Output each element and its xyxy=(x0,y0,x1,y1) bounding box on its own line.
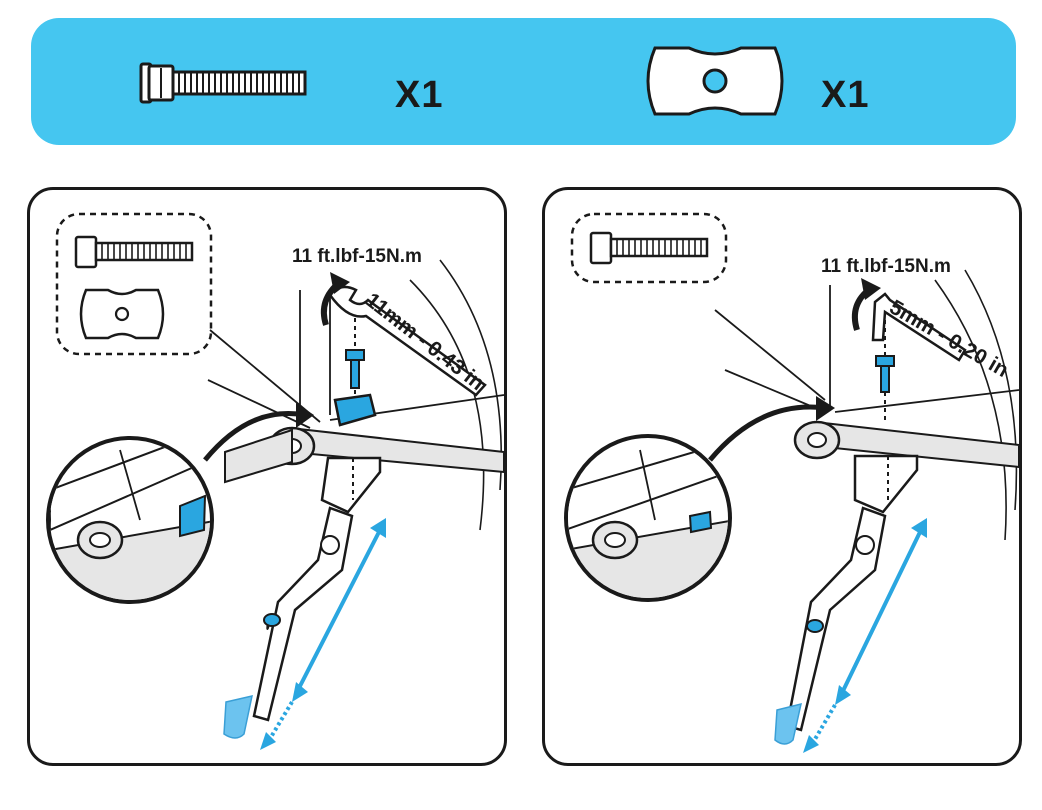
torque-label: 11 ft.lbf-15N.m xyxy=(292,246,422,267)
clamp-plate-quantity: X1 xyxy=(821,74,870,116)
small-bolt-icon xyxy=(74,235,194,269)
clamp-plate-icon xyxy=(646,46,784,116)
hex-key-icon xyxy=(871,292,967,362)
bolt-icon xyxy=(139,62,307,104)
step-2-panel: 11 ft.lbf-15N.m 5mm - 0.20 in xyxy=(542,187,1022,766)
parts-banner: X1 X1 xyxy=(31,18,1016,145)
small-bolt-icon xyxy=(589,231,709,265)
bike-stand-illustration xyxy=(46,212,504,750)
small-clamp-plate-icon xyxy=(79,288,165,340)
wrench-icon xyxy=(328,285,487,397)
step-1-panel: 11 ft.lbf-15N.m 11mm - 0.43 in xyxy=(27,187,507,766)
torque-label: 11 ft.lbf-15N.m xyxy=(821,256,951,277)
bolt-quantity: X1 xyxy=(395,74,444,116)
bike-stand-illustration xyxy=(564,212,1019,753)
